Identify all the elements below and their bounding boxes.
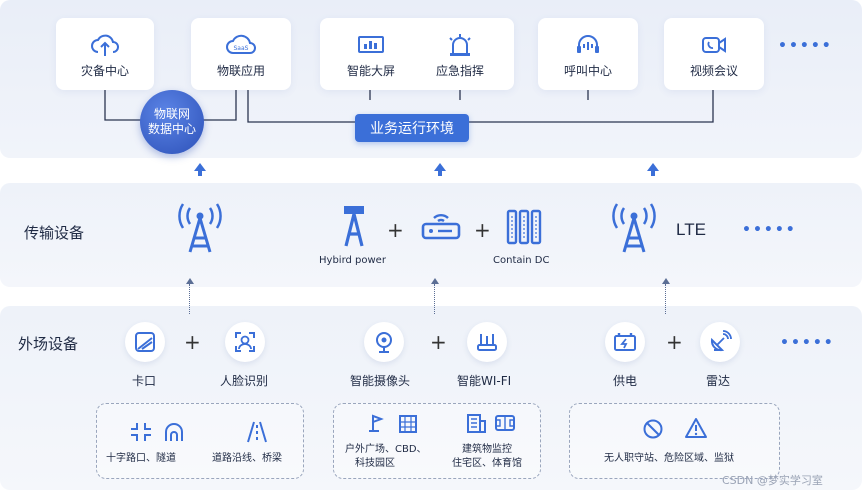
plus-sign: + [666,330,683,354]
wifi-router-icon [477,334,497,351]
scene-text: 住宅区、体育馆 [452,458,522,469]
dashboard-screen-icon [358,36,384,53]
mid-more-indicator: ••••• [742,222,797,238]
app-iot[interactable]: SaaS 物联应用 [196,26,286,86]
up-arrow-stem [651,171,655,176]
dotted-arrow-line [189,284,190,314]
device-label: 人脸识别 [220,374,269,388]
plaza-flag-icon [369,414,384,432]
business-environment-banner: 业务运行环境 [355,114,469,142]
dotted-arrow-line [665,284,666,314]
no-entry-icon [643,419,663,439]
hub-line1: 物联网 [153,107,190,121]
up-arrow-stem [438,171,442,176]
transmission-layer-band [0,183,862,287]
video-call-icon [702,37,726,53]
building-monitor-icon [467,414,486,433]
up-arrow-icon [647,163,659,171]
app-label: 视频会议 [689,64,738,78]
checkpoint-icon [135,332,155,352]
bottom-more-indicator: ••••• [780,335,835,351]
face-scan-icon [235,332,255,352]
power-supply-device[interactable] [605,322,645,362]
device-label: 雷达 [706,374,731,388]
device-label: 智能摄像头 [350,374,411,388]
saas-cloud-icon: SaaS [226,34,256,54]
app-emergency-command[interactable]: 应急指挥 [415,26,505,86]
signal-tower-icon [178,203,222,253]
radar-dish-icon [710,330,732,352]
field-devices-title: 外场设备 [18,335,79,353]
saas-tag: SaaS [234,45,249,52]
container-dc-icon [506,209,542,245]
office-building-icon [399,415,417,433]
contain-dc-label: Contain DC [493,255,550,266]
up-arrow-stem [198,171,202,176]
iot-data-center-hub[interactable]: 物联网 数据中心 [140,90,204,154]
plus-sign: + [184,330,201,354]
scene-text: 道路沿线、桥梁 [212,453,282,464]
top-more-indicator: ••••• [778,38,833,54]
dotted-arrow-line [434,284,435,314]
warning-icon [685,418,707,438]
alarm-light-icon [449,34,471,56]
call-center-card[interactable] [538,18,638,90]
dotted-arrow-head [186,278,194,284]
battery-icon [614,333,636,351]
app-video-conference[interactable]: 视频会议 [669,26,759,86]
plus-sign: + [387,218,404,242]
checkpoint-device[interactable] [125,322,165,362]
router-icon [421,213,461,240]
hybrid-power-tower-icon [344,206,364,247]
up-arrow-icon [194,163,206,171]
scenario-box-unmanned [569,403,780,479]
lte-tower-icon [612,203,656,253]
app-label: 灾备中心 [80,64,129,78]
headset-icon [577,35,599,53]
scene-text: 户外广场、CBD、 [345,444,427,455]
app-label: 应急指挥 [435,64,484,78]
scenario-box-traffic [96,403,304,479]
dotted-arrow-head [662,278,670,284]
cloud-upload-icon [91,34,119,56]
tunnel-icon [165,423,183,441]
scene-text: 建筑物监控 [462,444,512,455]
up-arrow-icon [434,163,446,171]
device-label: 卡口 [132,374,157,388]
crossroad-icon [131,423,151,441]
radar-device[interactable] [700,322,740,362]
transmission-title: 传输设备 [24,224,85,242]
app-call-center[interactable]: 呼叫中心 [543,26,633,86]
smart-wifi-device[interactable] [467,322,507,362]
app-label: 呼叫中心 [563,64,612,78]
app-disaster-recovery[interactable]: 灾备中心 [60,26,150,86]
lte-label: LTE [676,220,706,239]
device-label: 供电 [613,374,638,388]
video-conf-card[interactable] [664,18,764,90]
hybrid-power-label: Hybird power [319,255,386,266]
webcam-icon [376,332,392,353]
scene-text: 无人职守站、危险区域、监狱 [604,453,734,464]
app-smart-screen[interactable]: 智能大屏 [326,26,416,86]
plus-sign: + [474,218,491,242]
app-label: 智能大屏 [346,64,395,78]
screen-emergency-card[interactable] [320,18,514,90]
dotted-arrow-head [431,278,439,284]
csdn-watermark: CSDN @梦实学习室 [722,474,823,487]
smart-camera-device[interactable] [364,322,404,362]
scene-text: 十字路口、隧道 [106,453,176,464]
plus-sign: + [430,330,447,354]
stadium-icon [495,415,515,431]
app-label: 物联应用 [216,64,265,78]
face-recognition-device[interactable] [225,322,265,362]
hub-line2: 数据中心 [147,122,196,136]
road-icon [247,421,267,443]
scene-text: 科技园区 [355,458,395,469]
device-label: 智能WI-FI [457,374,512,388]
